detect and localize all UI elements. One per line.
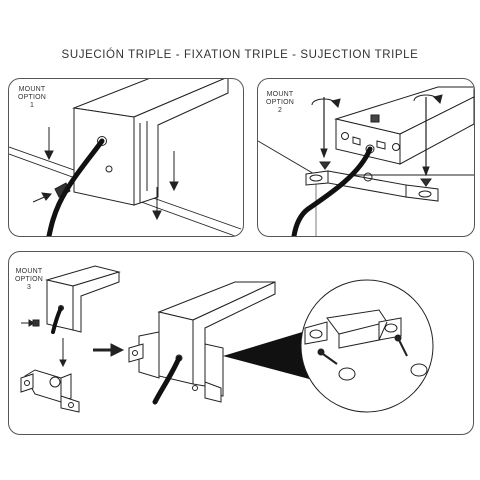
bracket-hole [309, 174, 323, 182]
screw-hole [105, 165, 113, 173]
label-line: OPTION [14, 276, 44, 283]
mount-option-3-illustration [20, 265, 434, 413]
down-arrow-head [169, 181, 179, 192]
bracket-hole [132, 350, 138, 356]
grub-screw [32, 319, 40, 327]
screw [322, 353, 338, 365]
bracket-screw [49, 376, 61, 388]
detail-bracket-wall [338, 321, 388, 349]
mount-option-3-label: MOUNT OPTION 3 [11, 268, 47, 292]
large-bracket [138, 331, 160, 379]
label-line: 1 [29, 102, 35, 109]
down-arrow-head [152, 210, 162, 221]
rotation-arrow-head [331, 98, 341, 108]
screwdriver-tip [422, 166, 430, 177]
cable [51, 306, 63, 334]
screw-hole [97, 136, 107, 146]
bracket-screw [363, 172, 373, 182]
wall-plug [338, 367, 356, 381]
bracket-hole [418, 190, 432, 198]
bracket-base [305, 170, 329, 186]
label-line: MOUNT [266, 91, 294, 98]
detail-bracket [304, 321, 328, 345]
wall-plug [410, 363, 428, 377]
large-profile-front [158, 311, 194, 385]
large-bracket-flange [128, 343, 144, 363]
small-profile-front [46, 279, 74, 331]
screw-head [317, 348, 325, 356]
insert-arrow-head [28, 319, 35, 327]
bracket-slot [384, 323, 398, 333]
mount-option-2-panel: MOUNT OPTION 2 [257, 78, 475, 237]
screw [420, 178, 432, 187]
down-arrow-head [59, 359, 67, 368]
bracket-base [405, 184, 439, 202]
large-bracket [204, 343, 224, 397]
magnified-detail [300, 279, 434, 413]
cable [291, 146, 373, 236]
small-profile-side [72, 271, 120, 333]
screw-hole [341, 132, 349, 140]
label-line: OPTION [17, 94, 47, 101]
down-arrow-head [44, 150, 54, 161]
large-bracket-flange [204, 381, 222, 403]
bracket-hole [192, 385, 198, 391]
small-bracket [60, 373, 72, 403]
bracket-slot [309, 329, 323, 339]
insert-arrow-head [41, 192, 52, 201]
bracket-hole [24, 380, 30, 386]
clip-tab [352, 136, 361, 146]
mount-option-1-label: MOUNT OPTION 1 [13, 86, 51, 110]
large-profile-side [192, 281, 276, 387]
screw-hole [392, 143, 400, 151]
profile-side-face [133, 79, 229, 206]
label-line: 3 [26, 284, 32, 291]
detail-bracket [378, 317, 402, 341]
rotation-arrow-head [433, 94, 443, 104]
profile-side-face [399, 96, 474, 165]
cable [152, 355, 182, 405]
mount-option-3-panel: MOUNT OPTION 3 [8, 251, 474, 435]
clip-tab [376, 140, 386, 150]
mount-option-2-label: MOUNT OPTION 2 [260, 91, 300, 115]
mount-option-1-panel: MOUNT OPTION 1 [8, 78, 244, 237]
top-screw [370, 114, 380, 123]
bracket-hole [68, 402, 74, 408]
mount-option-1-illustration [9, 79, 242, 236]
zoom-cone [223, 330, 313, 380]
label-line: MOUNT [18, 86, 46, 93]
screw-head [394, 334, 402, 342]
label-line: MOUNT [15, 268, 43, 275]
direction-arrow-head [110, 343, 125, 357]
profile-front-face [73, 107, 135, 206]
mount-option-2-illustration [258, 86, 474, 236]
page-title: SUJECIÓN TRIPLE - FIXATION TRIPLE - SUJE… [61, 49, 419, 61]
small-bracket-flange [20, 373, 34, 393]
label-line: OPTION [265, 99, 295, 106]
screw [398, 339, 408, 357]
screw [319, 161, 331, 170]
cable [46, 138, 105, 236]
label-line: 2 [277, 107, 283, 114]
screwdriver-tip [320, 148, 328, 159]
small-bracket-flange [60, 395, 80, 413]
